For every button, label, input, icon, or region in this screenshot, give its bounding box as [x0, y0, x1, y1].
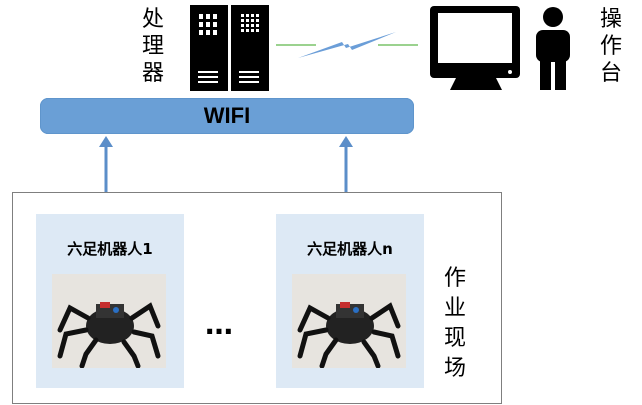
ellipsis: … [205, 308, 235, 341]
processor-label: 处 理 器 [140, 6, 166, 87]
processor-label-char: 理 [141, 34, 164, 59]
hexapod-robot-icon [52, 274, 166, 368]
hexapod-robot-photo [52, 274, 166, 368]
wireless-link [276, 32, 418, 58]
monitor-icon [430, 6, 520, 90]
robot-card-1: 六足机器人1 [36, 214, 184, 388]
processor-label-char: 处 [141, 7, 164, 32]
processor-label-char: 器 [141, 61, 164, 86]
console-label-char: 操 [599, 7, 622, 32]
console-label: 操 作 台 [598, 6, 624, 87]
console-label-char: 作 [599, 34, 622, 59]
hexapod-robot-photo [292, 274, 406, 368]
wifi-label: WIFI [203, 103, 251, 128]
console-label-char: 台 [599, 61, 622, 86]
robot-card-n: 六足机器人n [276, 214, 424, 388]
hexapod-robot-icon [292, 274, 406, 368]
work-site-label-char: 现 [443, 326, 466, 351]
work-site-label-char: 场 [443, 356, 466, 381]
work-site-label-char: 业 [443, 296, 466, 321]
lightning-icon [298, 32, 396, 58]
server-icon [190, 5, 269, 91]
robot-title: 六足机器人1 [67, 240, 153, 258]
wifi-bar [40, 98, 414, 134]
robot-title: 六足机器人n [307, 240, 393, 258]
work-site-label: 作 业 现 场 [442, 264, 468, 384]
work-site-label-char: 作 [443, 266, 466, 291]
person-icon [536, 7, 570, 90]
